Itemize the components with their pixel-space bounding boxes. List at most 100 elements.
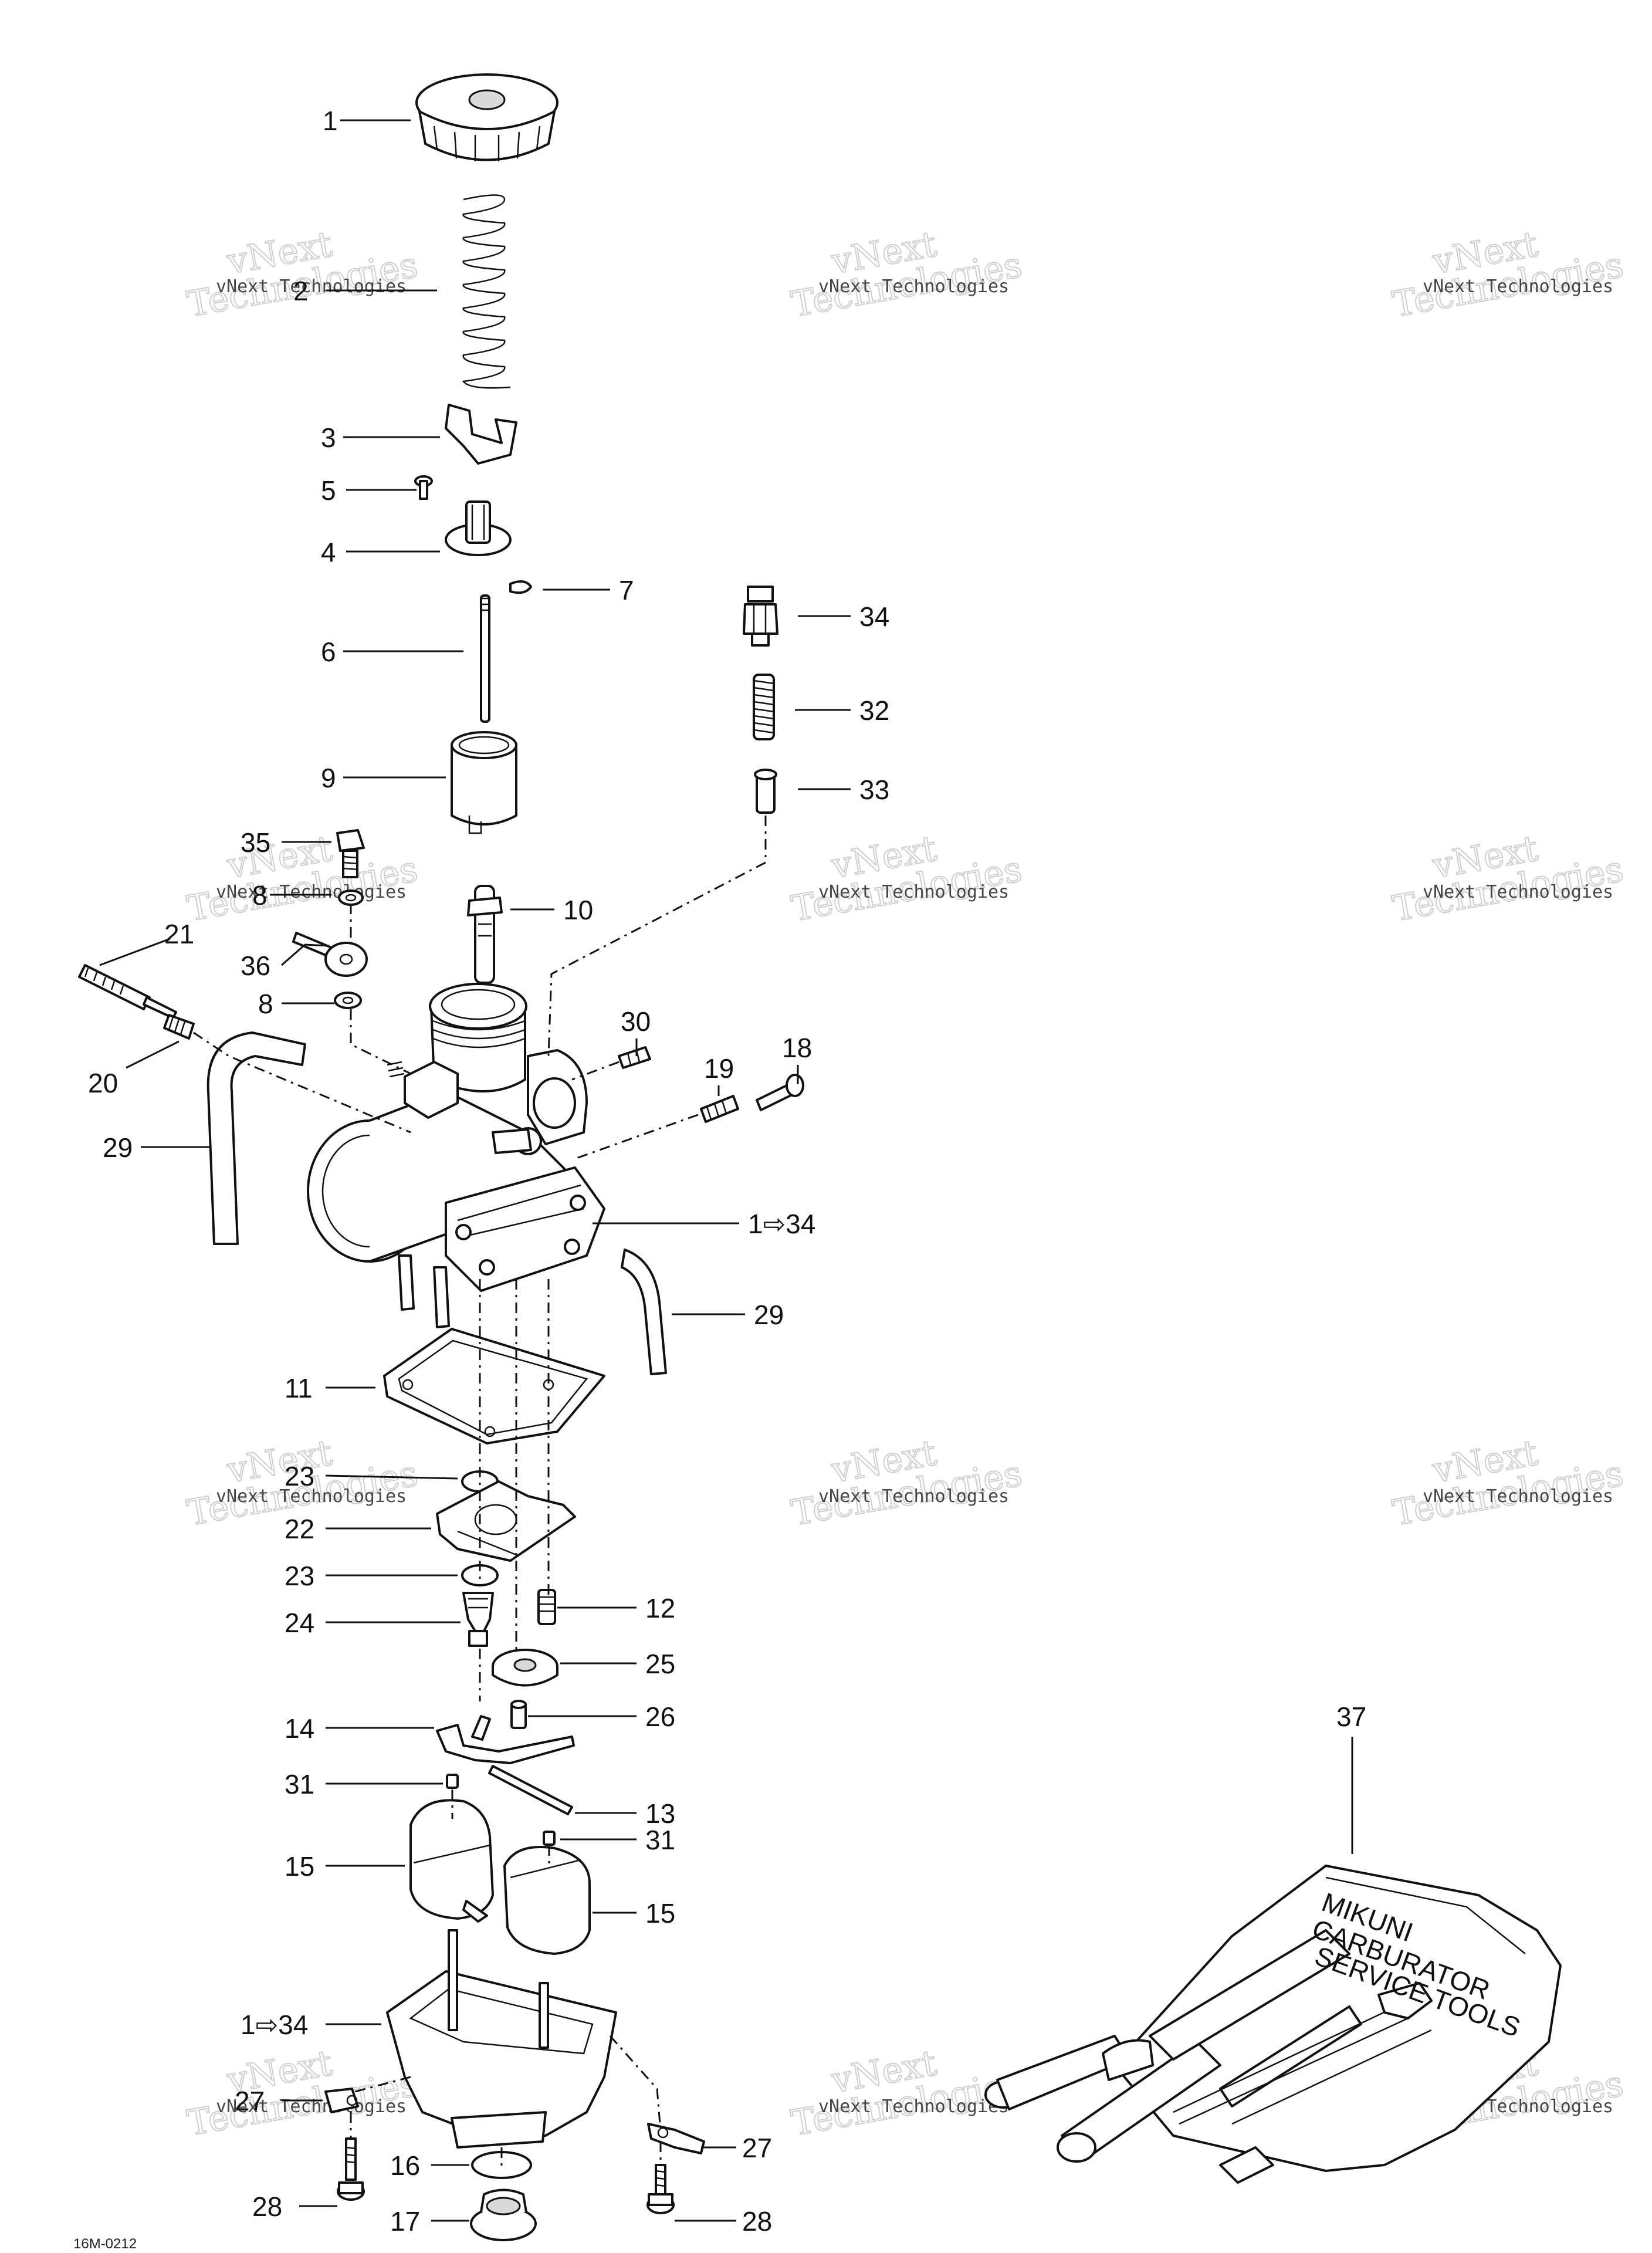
part-throttle-slide xyxy=(451,731,517,834)
part-30-screw xyxy=(618,1046,651,1069)
part-19-spring xyxy=(700,1095,739,1123)
part-needle xyxy=(480,594,490,723)
watermark: vNext Technologies xyxy=(184,2042,421,2144)
part-14-float-arm xyxy=(436,1715,575,1764)
part-13-pin xyxy=(488,1765,573,1815)
callout-32: 32 xyxy=(859,695,889,726)
callout-9: 9 xyxy=(321,763,336,793)
part-15-float-right xyxy=(503,1846,591,1955)
figure-code: 16M-0212 xyxy=(73,2236,137,2252)
part-35-bolt xyxy=(336,829,365,878)
part-28-screw-left xyxy=(337,2137,365,2201)
callout-6: 6 xyxy=(321,637,336,667)
callout-3: 3 xyxy=(321,422,336,453)
part-24-jet-holder xyxy=(462,1592,494,1647)
watermark: vNext Technologies xyxy=(1389,223,1627,326)
part-clip xyxy=(509,580,532,594)
part-33-plunger xyxy=(754,769,777,814)
part-29-hose-left xyxy=(206,1031,306,1245)
callout-31-right: 31 xyxy=(645,1825,675,1855)
watermark-small: vNext Technologies xyxy=(818,276,1009,297)
callout-24: 24 xyxy=(285,1608,314,1638)
callout-5: 5 xyxy=(321,475,336,506)
callout-26: 26 xyxy=(645,1701,675,1732)
part-26-needle-valve xyxy=(510,1700,527,1729)
callout-1-to-34: 1⇨34 xyxy=(748,1209,815,1239)
callout-13: 13 xyxy=(645,1798,675,1829)
watermark: vNext Technologies xyxy=(788,827,1025,930)
part-carburetor-body xyxy=(307,983,605,1328)
part-22-plate xyxy=(436,1480,576,1562)
callout-16: 16 xyxy=(390,2150,420,2181)
part-10-plunger xyxy=(467,885,503,984)
callout-12: 12 xyxy=(645,1593,675,1623)
callout-labels: 1 2 3 5 4 7 6 34 32 33 9 35 8 10 21 36 8… xyxy=(88,106,1366,2237)
callout-36: 36 xyxy=(241,950,270,981)
watermark-small: vNext Technologies xyxy=(1423,1486,1613,1507)
callout-2: 2 xyxy=(293,276,309,306)
watermark-small: vNext Technologies xyxy=(216,276,407,297)
callout-14: 14 xyxy=(285,1713,314,1744)
part-28-screw-right xyxy=(646,2164,675,2214)
part-27-clip-right xyxy=(647,2123,705,2154)
callout-35: 35 xyxy=(241,827,270,858)
callout-21: 21 xyxy=(164,919,194,949)
part-11-gasket xyxy=(383,1328,605,1445)
part-screw-5 xyxy=(414,475,433,500)
callout-30: 30 xyxy=(621,1006,651,1037)
callout-1-to-34-lower: 1⇨34 xyxy=(241,2010,308,2040)
watermark: vNext Technologies xyxy=(788,223,1025,326)
watermark: vNext Technologies xyxy=(1389,1432,1627,1534)
callout-28: 28 xyxy=(252,2191,282,2222)
part-12-pilot-jet xyxy=(537,1589,556,1625)
watermark: vNext Technologies xyxy=(184,827,421,930)
watermark: vNext Technologies xyxy=(1389,827,1627,930)
callout-28-right: 28 xyxy=(742,2206,772,2237)
callout-11: 11 xyxy=(285,1373,313,1403)
callout-29-right: 29 xyxy=(754,1300,784,1330)
part-18-screw xyxy=(756,1074,804,1111)
callout-10: 10 xyxy=(563,895,593,925)
part-needle-holder xyxy=(445,500,512,556)
callout-27-right: 27 xyxy=(742,2133,772,2163)
callout-8: 8 xyxy=(252,880,268,911)
callout-18: 18 xyxy=(782,1033,812,1063)
callout-23-lower: 23 xyxy=(285,1561,314,1591)
part-float-bowl xyxy=(386,1929,617,2149)
callout-27: 27 xyxy=(235,2086,265,2116)
part-37-tool-kit: MIKUNI CARBURATOR SERVICE TOOLS xyxy=(984,1865,1562,2184)
watermark-small: vNext Technologies xyxy=(818,2096,1009,2117)
watermark-small: vNext Technologies xyxy=(1423,882,1613,902)
part-32-spring xyxy=(753,674,775,740)
callout-15: 15 xyxy=(285,1851,314,1882)
callout-33: 33 xyxy=(859,774,889,805)
part-17-drain-plug xyxy=(470,2188,537,2241)
part-8-washer-lower xyxy=(334,992,362,1009)
watermark: vNext Technologies xyxy=(788,1432,1025,1534)
part-31-pin xyxy=(446,1774,459,1789)
callout-8-lower: 8 xyxy=(258,989,273,1019)
assembly-lines xyxy=(193,816,767,2171)
watermark-small: vNext Technologies xyxy=(216,1486,407,1507)
part-21-adjuster xyxy=(78,964,177,1019)
callout-17: 17 xyxy=(390,2206,420,2237)
callout-leaders xyxy=(99,119,1353,2222)
part-20-spring xyxy=(163,1014,195,1040)
callout-37: 37 xyxy=(1336,1701,1366,1732)
callout-4: 4 xyxy=(321,537,336,567)
callout-25: 25 xyxy=(645,1649,675,1679)
part-cap xyxy=(415,73,558,161)
part-27-clip-left xyxy=(324,2088,359,2113)
part-spring xyxy=(462,194,511,389)
callout-7: 7 xyxy=(619,575,634,605)
part-31-pin-right xyxy=(543,1831,556,1846)
watermark: vNext Technologies xyxy=(184,223,421,326)
callout-15-right: 15 xyxy=(645,1898,675,1929)
part-bracket xyxy=(445,404,517,465)
watermark-small: vNext Technologies xyxy=(216,882,407,902)
part-36-banjo xyxy=(292,932,368,977)
callout-29: 29 xyxy=(103,1132,133,1163)
part-29-hose-right xyxy=(621,1249,667,1375)
callout-20: 20 xyxy=(88,1068,118,1098)
